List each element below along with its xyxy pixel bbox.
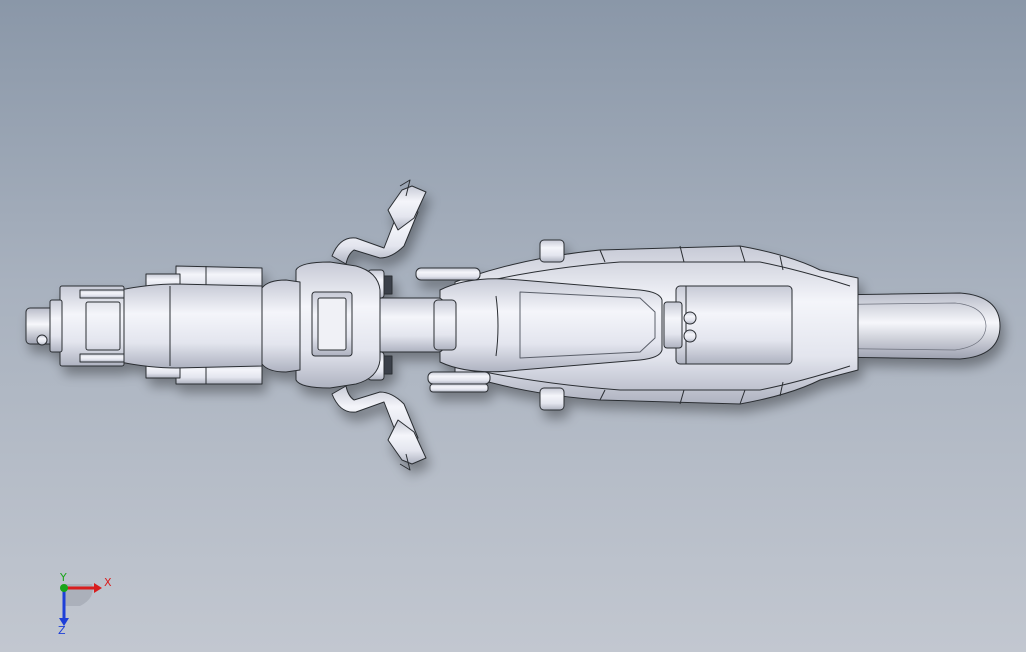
front-wheel	[25, 285, 125, 367]
peg-bottom	[539, 387, 565, 411]
handlebar-bottom	[331, 385, 427, 471]
peg-top	[539, 239, 565, 263]
axis-triad: X Z Y	[58, 572, 112, 636]
front-fairing	[119, 283, 263, 369]
x-axis-label: X	[104, 576, 112, 589]
y-axis	[60, 584, 68, 592]
brake-lever-bottom	[427, 371, 491, 385]
brake-lever-top	[415, 267, 481, 281]
handlebar-top	[331, 179, 427, 265]
headlight-cluster	[295, 261, 381, 389]
z-axis-label: Z	[58, 624, 66, 636]
seat	[663, 285, 793, 365]
front-fork	[145, 265, 301, 385]
fuel-tank	[439, 278, 663, 373]
y-axis-label: Y	[59, 572, 67, 584]
